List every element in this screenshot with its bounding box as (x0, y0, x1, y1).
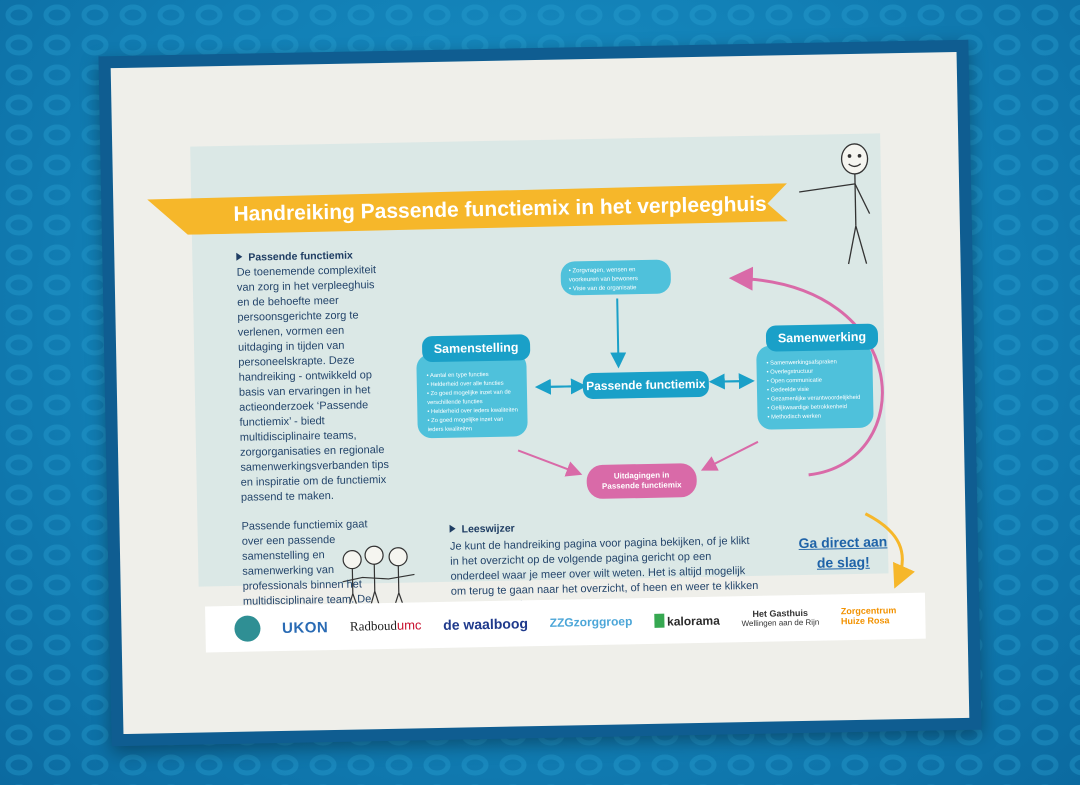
center-node[interactable]: Passende functiemix (582, 370, 710, 400)
start-link[interactable]: Ga direct aan de slag! (788, 531, 899, 573)
start-link-line-2: de slag! (816, 553, 870, 571)
kalorama-text: kalorama (666, 613, 720, 629)
samenwerking-item: Methodisch werken (767, 412, 865, 423)
umc-text: umc (396, 616, 422, 633)
samenstelling-card[interactable]: Aantal en type functies Helderheid over … (416, 352, 528, 439)
samenwerking-title[interactable]: Samenwerking (765, 323, 879, 352)
top-item: Visie van de organisatie (569, 284, 663, 295)
diagram-top-box: Zorgvragen, wensen en voorkeuren van bew… (560, 259, 672, 296)
kalorama-mark-icon (653, 613, 665, 628)
waalboog-logo: de waalboog (443, 615, 529, 633)
intro-heading-row: Passende functiemix (236, 249, 386, 264)
radboudumc-logo: Radboudumc (350, 617, 422, 635)
title-banner (147, 183, 788, 235)
challenges-node[interactable]: Uitdagingen in Passende functiemix (586, 463, 698, 500)
samenwerking-card[interactable]: Samenwerkingsafspraken Overlegstructuur … (756, 343, 874, 430)
ukon-logo: UKON (281, 618, 329, 637)
samenstelling-item: Zo goed mogelijke inzet van de verschill… (427, 388, 519, 408)
rosa-line-2: Huize Rosa (840, 615, 890, 627)
intro-heading: Passende functiemix (248, 249, 353, 264)
intro-paragraph-1: De toenemende complexiteit van zorg in h… (236, 264, 390, 504)
triangle-bullet-icon (449, 524, 456, 533)
poster-paper: Handreiking Passende functiemix in het v… (110, 51, 970, 735)
radboud-text: Radboud (349, 617, 398, 634)
triangle-bullet-icon (236, 252, 243, 261)
intro-section: Passende functiemix De toenemende comple… (236, 249, 393, 640)
kalorama-logo: kalorama (653, 612, 720, 629)
samenstelling-title[interactable]: Samenstelling (421, 334, 531, 363)
poster-frame: Handreiking Passende functiemix in het v… (98, 39, 982, 747)
samenstelling-item: Zo goed mogelijke inzet van ieders kwali… (427, 415, 519, 435)
gasthuis-place: Wellingen aan de Rijn (741, 617, 820, 628)
network-logo-icon (234, 615, 261, 642)
start-link-line-1: Ga direct aan (798, 533, 888, 552)
zzg-logo: ZZGzorggroep (549, 614, 633, 630)
leeswijzer-heading: Leeswijzer (461, 522, 515, 536)
top-item: Zorgvragen, wensen en voorkeuren van bew… (569, 266, 663, 286)
challenges-line-2: Passende functiemix (601, 480, 682, 491)
